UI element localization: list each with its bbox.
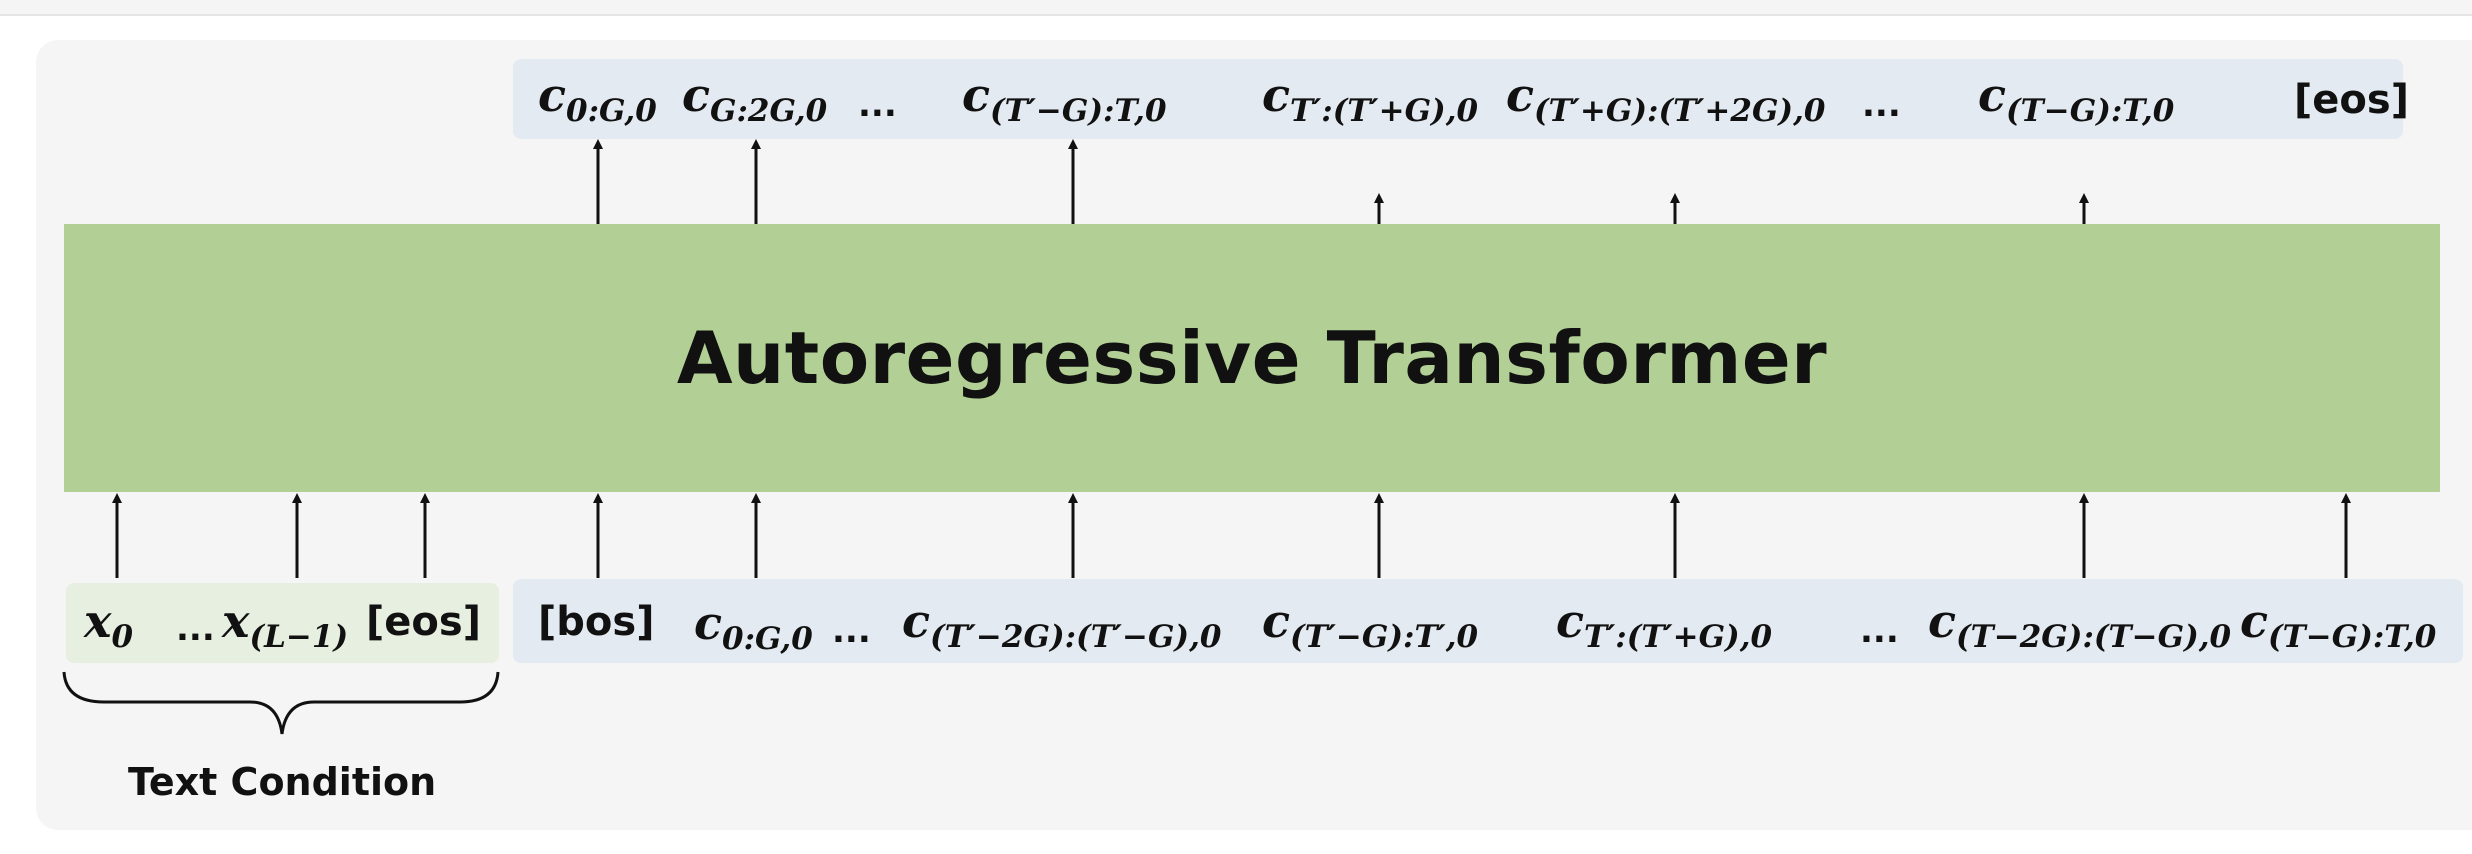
text-condition-strip bbox=[66, 583, 499, 663]
input-token-strip bbox=[513, 579, 2463, 663]
output-token-c-4: c(T′+G):(T′+2G),0 bbox=[1506, 68, 1826, 129]
input-token-bos: [bos] bbox=[538, 599, 655, 645]
output-token-c-3: cT′:(T′+G),0 bbox=[1262, 68, 1479, 129]
text-token-eos: [eos] bbox=[366, 599, 481, 645]
output-token-c-1: cG:2G,0 bbox=[682, 68, 828, 129]
text-ellipsis: ... bbox=[176, 609, 215, 649]
input-token-c-3: cT′:(T′+G),0 bbox=[1556, 594, 1773, 655]
input-token-c-0: c0:G,0 bbox=[694, 596, 813, 657]
input-token-c-1: c(T′−2G):(T′−G),0 bbox=[902, 594, 1222, 655]
output-token-c-5: c(T−G):T,0 bbox=[1978, 68, 2175, 129]
text-condition-label: Text Condition bbox=[128, 760, 437, 804]
input-token-c-2: c(T′−G):T′,0 bbox=[1262, 594, 1479, 655]
output-token-c-2: c(T′−G):T,0 bbox=[962, 68, 1167, 129]
text-token-x-l-minus-1: x(L−1) bbox=[222, 594, 349, 655]
autoregressive-transformer-block: Autoregressive Transformer bbox=[64, 224, 2440, 492]
transformer-label: Autoregressive Transformer bbox=[676, 316, 1828, 400]
output-token-eos: [eos] bbox=[2294, 77, 2409, 123]
text-condition-brace bbox=[62, 671, 500, 735]
top-strip bbox=[0, 0, 2472, 16]
output-token-strip bbox=[513, 59, 2403, 139]
input-token-c-4: c(T−2G):(T−G),0 bbox=[1928, 594, 2232, 655]
input-token-c-5: c(T−G):T,0 bbox=[2240, 594, 2437, 655]
output-token-c-0: c0:G,0 bbox=[538, 68, 657, 129]
input-ellipsis-1: ... bbox=[832, 611, 871, 651]
text-token-x-0: x0 bbox=[84, 594, 134, 655]
output-ellipsis-1: ... bbox=[858, 85, 897, 125]
output-ellipsis-2: ... bbox=[1862, 85, 1901, 125]
input-ellipsis-2: ... bbox=[1860, 611, 1899, 651]
